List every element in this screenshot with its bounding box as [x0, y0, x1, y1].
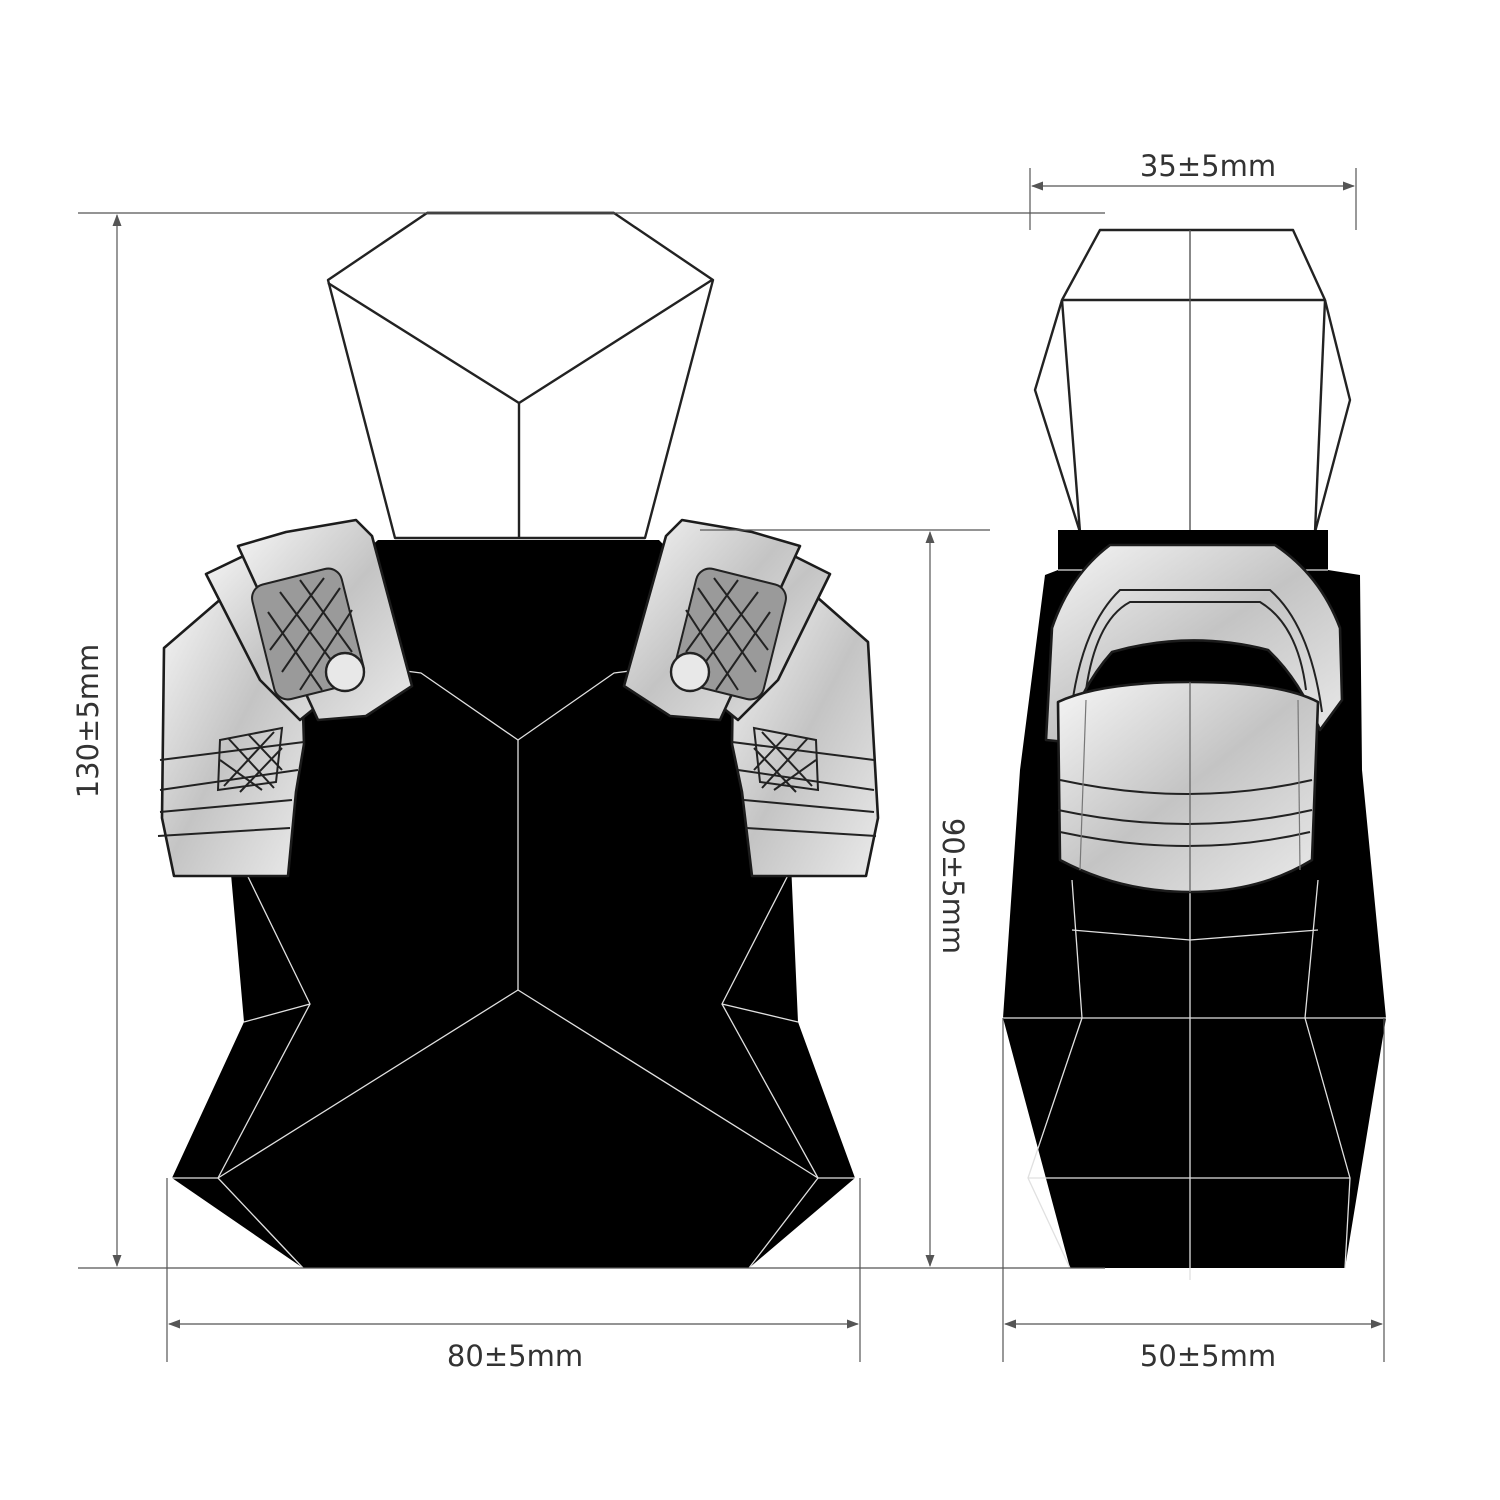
side-armor	[1044, 543, 1344, 894]
dimension-annotations: 130±5mm 90±5mm 80±5mm 35±5mm 50±5mm	[71, 149, 1385, 1373]
body-height-label: 90±5mm	[936, 818, 970, 954]
side-view	[1003, 228, 1386, 1280]
right-shoulder-armor	[622, 518, 880, 878]
side-bottom-width-label: 50±5mm	[1140, 1339, 1276, 1373]
front-height-label: 130±5mm	[71, 644, 105, 799]
front-cap	[326, 211, 715, 540]
front-view	[157, 211, 880, 1269]
side-cap	[1033, 228, 1352, 534]
side-top-width-label: 35±5mm	[1140, 149, 1276, 183]
left-shoulder-armor	[157, 518, 414, 878]
front-width-label: 80±5mm	[447, 1339, 583, 1373]
